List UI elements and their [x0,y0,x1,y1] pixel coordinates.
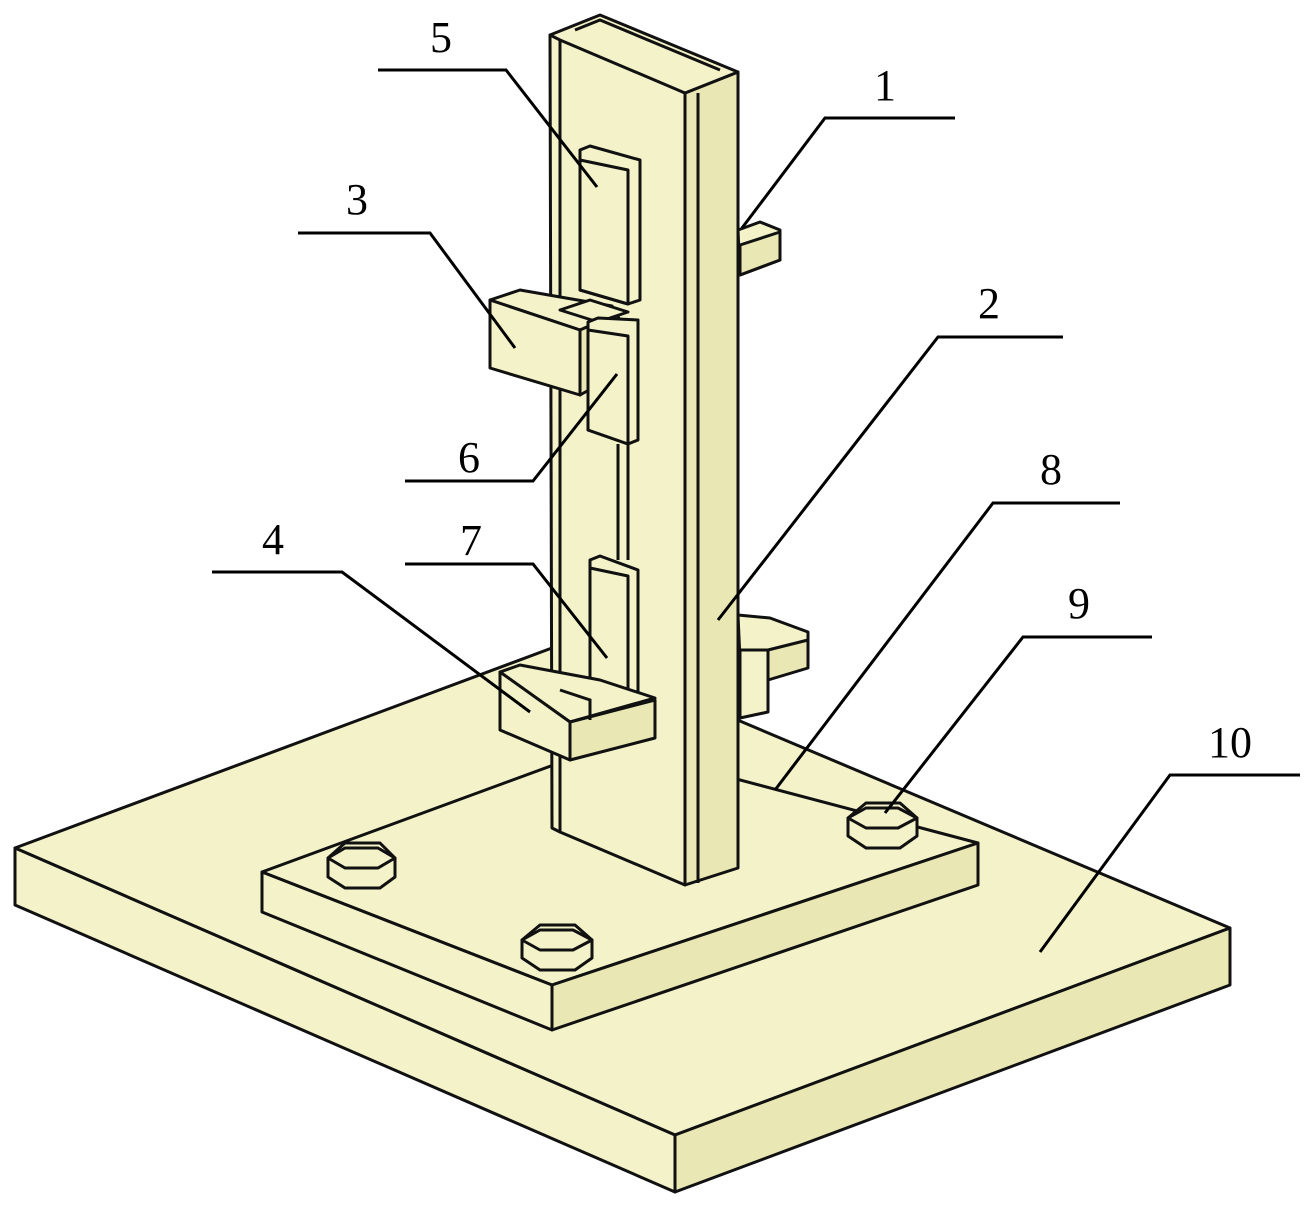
rear-bracket-upper [736,220,782,277]
leader-10 [1038,773,1300,953]
leader-1 [740,116,955,229]
upper-angle-bracket [488,288,630,397]
label-7: 7 [460,516,482,565]
leader-4 [212,570,531,714]
label-4: 4 [262,515,284,564]
leader-9 [883,635,1152,814]
leader-3 [298,231,517,349]
leader-6 [405,373,619,483]
label-10: 10 [1208,718,1252,767]
leader-5 [378,68,599,188]
leader-2 [716,335,1063,621]
rear-bracket-lower [736,613,810,720]
part-labels: 1 2 3 4 5 6 7 8 9 10 [262,13,1252,767]
label-3: 3 [346,175,368,224]
label-9: 9 [1068,579,1090,628]
label-2: 2 [978,279,1000,328]
bolt-right [846,801,919,850]
leader-lines [212,68,1300,953]
bolt-front [520,923,594,972]
leader-7 [405,562,609,659]
channel-column [548,13,740,887]
lower-angle-bracket [498,663,657,762]
label-5: 5 [430,13,452,62]
label-6: 6 [458,433,480,482]
label-1: 1 [874,61,896,110]
leader-8 [773,501,1120,791]
bolt-left [326,841,397,890]
top-plate [260,743,980,1032]
clip-plate-upper [578,144,642,306]
label-8: 8 [1040,445,1062,494]
